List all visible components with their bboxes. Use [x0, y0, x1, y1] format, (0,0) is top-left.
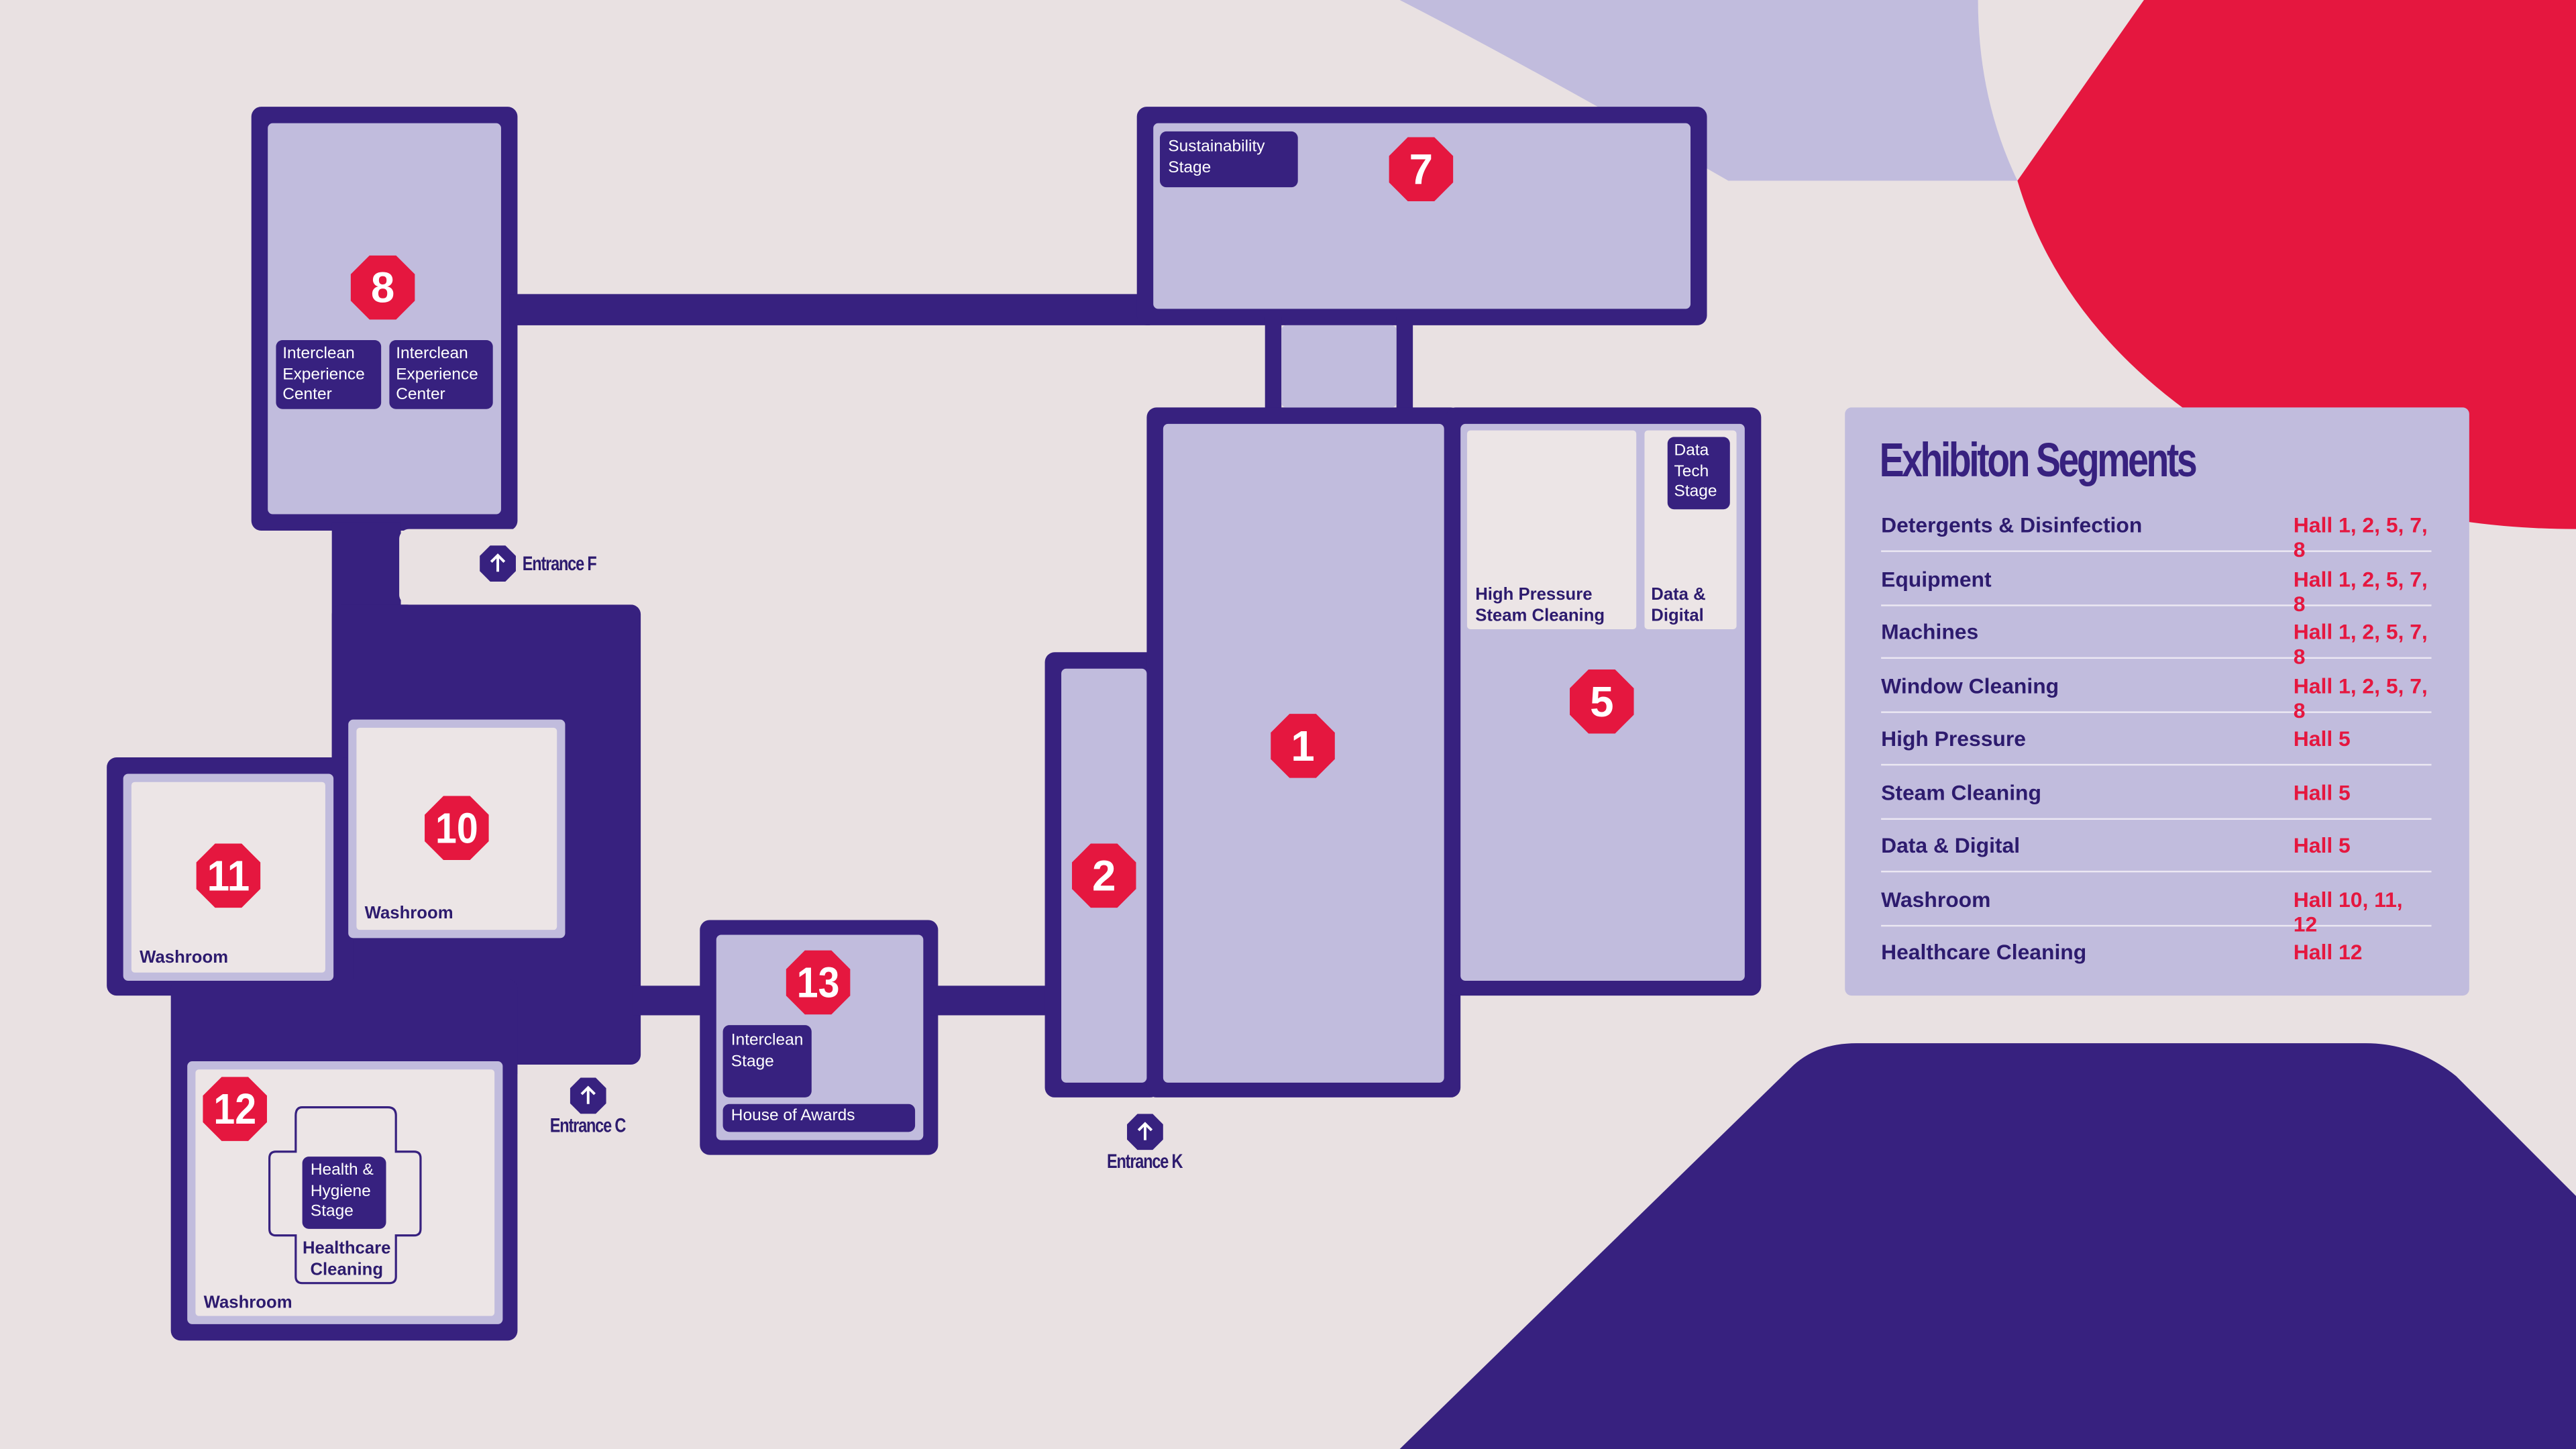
hall-number: 13: [797, 959, 840, 1007]
washroom-label: Washroom: [364, 903, 453, 924]
hall-1-badge: 1: [1271, 714, 1335, 778]
arrow-up-icon: [480, 545, 516, 582]
legend-segment-name: Washroom: [1881, 886, 1991, 911]
legend-row: Window Cleaning Hall 1, 2, 5, 7, 8: [1881, 659, 2432, 722]
interclean-experience-center-box: Interclean Experience Center: [389, 339, 493, 409]
healthcare-cleaning-label: Healthcare Cleaning: [302, 1238, 391, 1279]
interclean-experience-center-box: Interclean Experience Center: [276, 339, 382, 409]
legend-segment-name: Healthcare Cleaning: [1881, 939, 2087, 965]
legend-segment-halls: Hall 1, 2, 5, 7, 8: [2293, 513, 2428, 562]
legend-segment-halls: Hall 5: [2293, 833, 2351, 858]
hall-number: 1: [1291, 722, 1314, 770]
sustainability-stage-box: Sustainability Stage: [1159, 131, 1298, 188]
hall-number: 10: [435, 804, 478, 852]
entrance-k[interactable]: Entrance K: [1095, 1114, 1194, 1173]
healthcare-zone-outline: [268, 1106, 422, 1285]
legend-segment-halls: Hall 1, 2, 5, 7, 8: [2293, 672, 2428, 722]
house-of-awards-box: House of Awards: [722, 1104, 916, 1132]
washroom-label: Washroom: [140, 948, 229, 968]
legend-segment-name: High Pressure: [1881, 726, 2026, 751]
decor-purple-shape: [1399, 1043, 2576, 1449]
hall-13-badge: 13: [786, 950, 851, 1015]
hall-12-badge: 12: [203, 1077, 267, 1141]
corridor-to-13: [632, 985, 708, 1016]
washroom-label: Washroom: [203, 1293, 292, 1313]
interclean-stage-box: Interclean Stage: [722, 1025, 812, 1097]
hall-7-badge: 7: [1389, 137, 1454, 202]
hall-number: 2: [1092, 852, 1116, 900]
entrance-k-label: Entrance K: [1107, 1150, 1184, 1173]
legend-segment-name: Detergents & Disinfection: [1881, 513, 2143, 537]
legend-segment-halls: Hall 5: [2293, 726, 2351, 751]
data-tech-stage-box: Data Tech Stage: [1667, 437, 1730, 510]
legend-row: Data & Digital Hall 5: [1881, 820, 2432, 873]
corridor-13-2: [930, 985, 1052, 1016]
legend-row: Equipment Hall 1, 2, 5, 7, 8: [1881, 553, 2432, 615]
legend-segment-name: Equipment: [1881, 566, 1992, 591]
legend-segment-name: Window Cleaning: [1881, 672, 2059, 698]
entrance-c[interactable]: Entrance C: [539, 1077, 637, 1137]
hall-number: 8: [371, 264, 394, 312]
legend-segment-halls: Hall 1, 2, 5, 7, 8: [2293, 619, 2428, 669]
arrow-up-icon: [570, 1077, 606, 1114]
legend-segment-halls: Hall 1, 2, 5, 7, 8: [2293, 566, 2428, 616]
legend-row: Steam Cleaning Hall 5: [1881, 766, 2432, 819]
health-hygiene-stage-box: Health & Hygiene Stage: [302, 1157, 386, 1229]
legend-row: Healthcare Cleaning Hall 12: [1881, 926, 2431, 979]
hall-number: 11: [207, 852, 250, 900]
legend-row: Detergents & Disinfection Hall 1, 2, 5, 7…: [1881, 499, 2432, 562]
legend-title: Exhibiton Segments: [1879, 435, 2198, 488]
hall-number: 7: [1409, 146, 1433, 193]
legend-segment-name: Steam Cleaning: [1881, 780, 2041, 804]
data-digital-label: Data & Digital: [1651, 584, 1706, 625]
legend-segment-name: Machines: [1881, 619, 1979, 645]
connector-7-1-right: [1396, 317, 1413, 416]
decor-lavender-shape: [1399, 0, 2018, 181]
legend-segment-halls: Hall 5: [2293, 780, 2351, 804]
connector-7-1-left: [1265, 317, 1282, 416]
legend-row: Washroom Hall 10, 11, 12: [1881, 873, 2432, 936]
legend-panel: Exhibiton Segments Detergents & Disinfec…: [1845, 407, 2469, 996]
legend-row: Machines Hall 1, 2, 5, 7, 8: [1881, 606, 2432, 669]
hall-number: 5: [1590, 678, 1613, 726]
hall-5-badge: 5: [1570, 669, 1634, 734]
entrance-c-label: Entrance C: [550, 1114, 627, 1137]
arrow-up-icon: [1127, 1114, 1163, 1150]
entrance-f-label: Entrance F: [522, 551, 597, 576]
high-pressure-steam-cleaning-label: High Pressure Steam Cleaning: [1475, 584, 1605, 625]
legend-segment-halls: Hall 10, 11, 12: [2293, 886, 2403, 936]
legend-segment-halls: Hall 12: [2293, 939, 2363, 965]
hall-10-badge: 10: [425, 796, 489, 861]
hall-11-badge: 11: [196, 843, 261, 908]
decor-red-shape: [2017, 0, 2576, 529]
hall-number: 12: [213, 1085, 256, 1133]
legend-row: High Pressure Hall 5: [1881, 713, 2432, 766]
entrance-f[interactable]: Entrance F: [480, 545, 614, 582]
hall-2-badge: 2: [1071, 843, 1136, 908]
legend-segment-name: Data & Digital: [1881, 833, 2021, 858]
hall-8-badge: 8: [350, 255, 415, 320]
corridor-8-7: [509, 294, 1150, 325]
